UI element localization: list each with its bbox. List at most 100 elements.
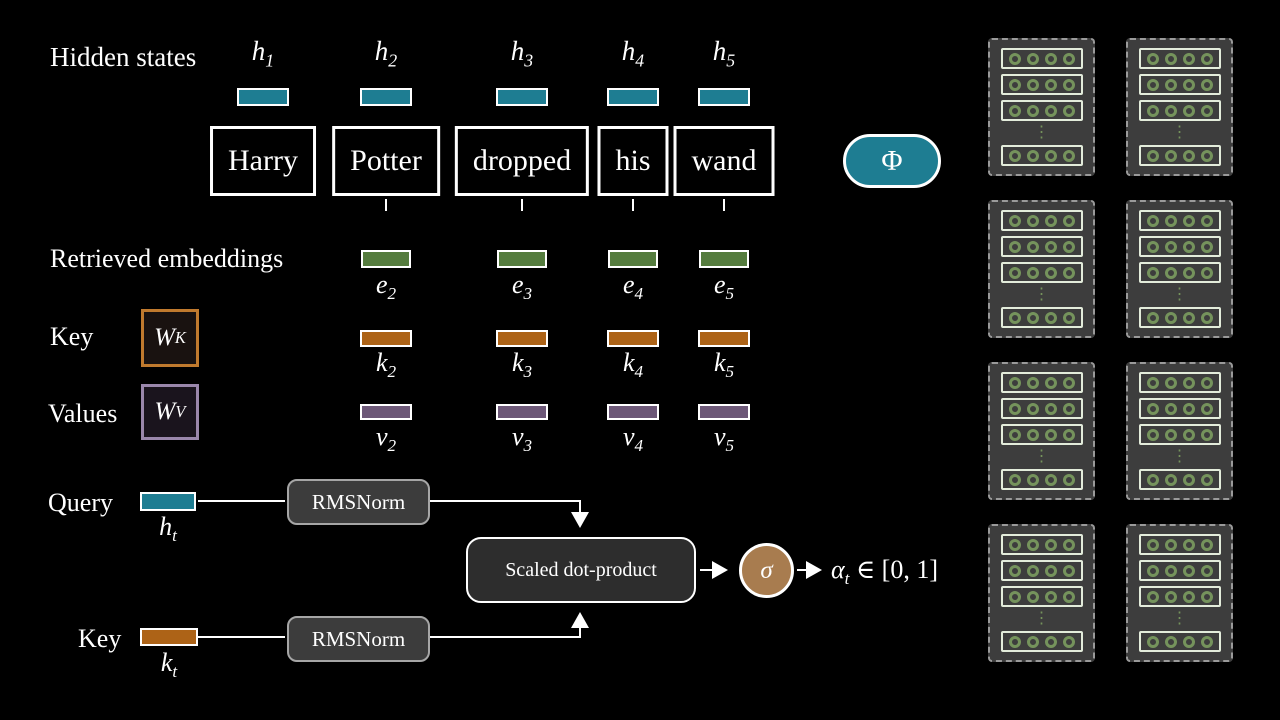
vertical-ellipsis: ⋮	[1171, 448, 1188, 465]
value-vector	[698, 404, 750, 420]
memory-vector	[1000, 398, 1083, 419]
vertical-ellipsis: ⋮	[1033, 610, 1050, 627]
memory-cell-icon	[1044, 214, 1057, 227]
memory-cell-icon	[1026, 52, 1039, 65]
memory-cell-icon	[1062, 538, 1075, 551]
memory-panel: ⋮	[1126, 38, 1233, 176]
memory-vector	[1138, 372, 1221, 393]
memory-cell-icon	[1146, 473, 1159, 486]
embedding-vector	[699, 250, 749, 268]
memory-cell-icon	[1044, 266, 1057, 279]
memory-vector	[1138, 398, 1221, 419]
memory-cell-icon	[1146, 428, 1159, 441]
memory-cell-icon	[1182, 52, 1195, 65]
embedding-symbol: e2	[375, 270, 397, 304]
memory-vector	[1138, 236, 1221, 257]
memory-cell-icon	[1062, 402, 1075, 415]
query-vector	[140, 492, 196, 511]
alpha-output-expression: αt ∈ [0, 1]	[831, 555, 938, 589]
query-label: Query	[48, 488, 113, 517]
hidden-state-symbol: h1	[251, 36, 275, 71]
memory-vector	[1000, 560, 1083, 581]
memory-cell-icon	[1044, 311, 1057, 324]
memory-cell-icon	[1164, 78, 1177, 91]
memory-panel: ⋮	[988, 524, 1095, 662]
memory-cell-icon	[1062, 78, 1075, 91]
memory-vector	[1138, 631, 1221, 652]
memory-cell-icon	[1146, 266, 1159, 279]
key-bottom-symbol: kt	[160, 648, 178, 682]
memory-cell-icon	[1062, 635, 1075, 648]
memory-cell-icon	[1182, 240, 1195, 253]
memory-cell-icon	[1200, 564, 1213, 577]
key-vector	[496, 330, 548, 347]
memory-cell-icon	[1146, 149, 1159, 162]
value-vector	[496, 404, 548, 420]
memory-cell-icon	[1008, 266, 1021, 279]
value-symbol: v2	[375, 422, 397, 456]
memory-panel: ⋮	[988, 38, 1095, 176]
memory-cell-icon	[1008, 590, 1021, 603]
embedding-vector	[361, 250, 411, 268]
token-box: dropped	[454, 126, 590, 196]
key-symbol: k3	[511, 348, 533, 382]
memory-cell-icon	[1182, 376, 1195, 389]
memory-cell-icon	[1026, 104, 1039, 117]
memory-cell-icon	[1146, 240, 1159, 253]
memory-cell-icon	[1182, 635, 1195, 648]
memory-vector	[1138, 210, 1221, 231]
memory-vector	[1000, 100, 1083, 121]
memory-cell-icon	[1008, 104, 1021, 117]
vertical-ellipsis: ⋮	[1033, 286, 1050, 303]
memory-cell-icon	[1146, 214, 1159, 227]
scaled-dot-product-box: Scaled dot-product	[466, 537, 696, 603]
memory-cell-icon	[1008, 402, 1021, 415]
vertical-ellipsis: ⋮	[1171, 124, 1188, 141]
memory-cell-icon	[1200, 428, 1213, 441]
memory-cell-icon	[1044, 635, 1057, 648]
memory-vector	[1000, 145, 1083, 166]
value-vector	[360, 404, 412, 420]
vertical-ellipsis: ⋮	[1033, 448, 1050, 465]
memory-vector	[1138, 424, 1221, 445]
memory-cell-icon	[1164, 538, 1177, 551]
key-vector	[698, 330, 750, 347]
memory-cell-icon	[1146, 311, 1159, 324]
memory-cell-icon	[1182, 473, 1195, 486]
hidden-state-vector	[607, 88, 659, 106]
memory-cell-icon	[1182, 266, 1195, 279]
hidden-state-symbol: h5	[712, 36, 736, 71]
sigmoid-node: σ	[739, 543, 794, 598]
memory-cell-icon	[1146, 590, 1159, 603]
memory-cell-icon	[1044, 240, 1057, 253]
memory-cell-icon	[1146, 635, 1159, 648]
memory-cell-icon	[1146, 376, 1159, 389]
memory-cell-icon	[1062, 590, 1075, 603]
vertical-ellipsis: ⋮	[1033, 124, 1050, 141]
memory-cell-icon	[1182, 311, 1195, 324]
memory-cell-icon	[1026, 473, 1039, 486]
memory-cell-icon	[1008, 564, 1021, 577]
memory-cell-icon	[1026, 149, 1039, 162]
embedding-symbol: e5	[713, 270, 735, 304]
memory-cell-icon	[1200, 635, 1213, 648]
memory-vector	[1000, 586, 1083, 607]
retrieved-embeddings-label: Retrieved embeddings	[50, 244, 284, 273]
memory-vector	[1138, 534, 1221, 555]
query-symbol: ht	[159, 512, 177, 546]
memory-cell-icon	[1026, 635, 1039, 648]
memory-vector	[1000, 307, 1083, 328]
vertical-ellipsis: ⋮	[1171, 286, 1188, 303]
memory-cell-icon	[1044, 402, 1057, 415]
memory-cell-icon	[1062, 428, 1075, 441]
memory-cell-icon	[1182, 214, 1195, 227]
memory-vector	[1000, 469, 1083, 490]
memory-cell-icon	[1182, 149, 1195, 162]
memory-cell-icon	[1062, 376, 1075, 389]
memory-cell-icon	[1146, 104, 1159, 117]
memory-cell-icon	[1008, 149, 1021, 162]
memory-vector	[1000, 236, 1083, 257]
memory-cell-icon	[1146, 564, 1159, 577]
values-row-label: Values	[48, 399, 118, 428]
